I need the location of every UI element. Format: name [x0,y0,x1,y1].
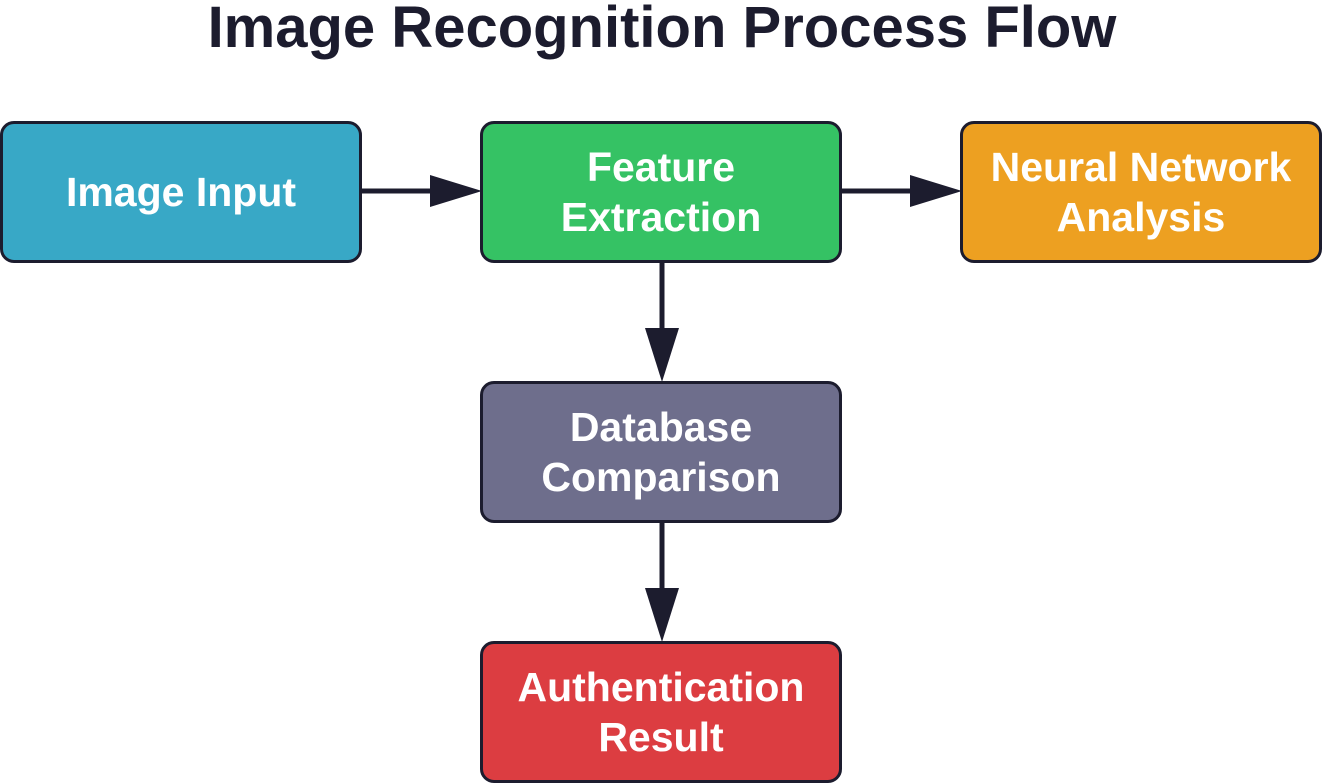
edge-database-to-authentication [645,523,679,642]
node-label-line: Extraction [560,194,762,240]
node-label-line: Database [569,404,753,450]
node-label-line: Result [598,714,724,760]
node-label-line: Feature [586,144,736,190]
node-label-line: Authentication [517,664,805,710]
diagram-title: Image Recognition Process Flow [207,0,1117,60]
node-authentication-result: Authentication Result [480,641,842,783]
node-feature-extraction: Feature Extraction [480,121,842,263]
node-database-comparison: Database Comparison [480,381,842,523]
node-label: Feature Extraction [561,142,762,242]
node-label: Neural Network Analysis [991,142,1292,242]
node-label-line: Analysis [1056,194,1226,240]
arrowhead-icon [430,175,482,207]
node-image-input: Image Input [0,121,362,263]
node-label-line: Comparison [541,454,781,500]
arrowhead-icon [910,175,962,207]
node-label: Database Comparison [541,402,780,502]
arrowhead-icon [645,328,679,382]
node-label-line: Neural Network [990,144,1292,190]
node-label: Authentication Result [518,662,805,762]
node-label: Image Input [66,167,296,217]
node-neural-network-analysis: Neural Network Analysis [960,121,1322,263]
node-label-line: Image Input [65,169,297,215]
edge-input-to-feature [362,175,482,207]
edge-feature-to-neural [842,175,962,207]
arrowhead-icon [645,588,679,642]
edge-feature-to-database [645,263,679,382]
